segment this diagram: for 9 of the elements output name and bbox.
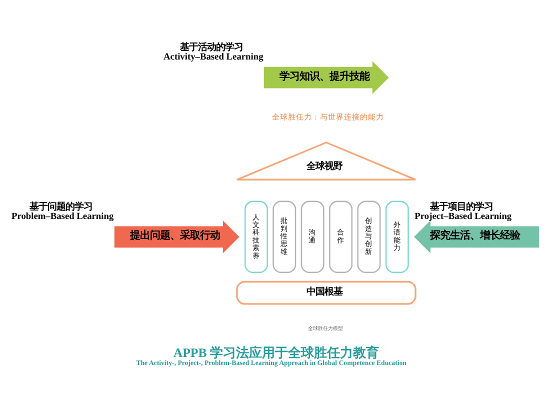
diagram-title: APPB 学习法应用于全球胜任力教育 — [173, 345, 379, 360]
node-box: 中国根基 — [236, 280, 416, 304]
node-label: 基于项目的学习 — [430, 200, 494, 212]
node-label: 基于问题的学习 — [29, 200, 92, 212]
node-label: 基于活动的学习 — [180, 42, 244, 53]
node-label: Activity–Based Learning — [164, 52, 264, 62]
node-label: Project–Based Learning — [414, 211, 512, 222]
node-label: Problem–Based Learning — [11, 211, 114, 222]
label: 全球胜任力：与世界连接的能力 — [272, 112, 384, 122]
